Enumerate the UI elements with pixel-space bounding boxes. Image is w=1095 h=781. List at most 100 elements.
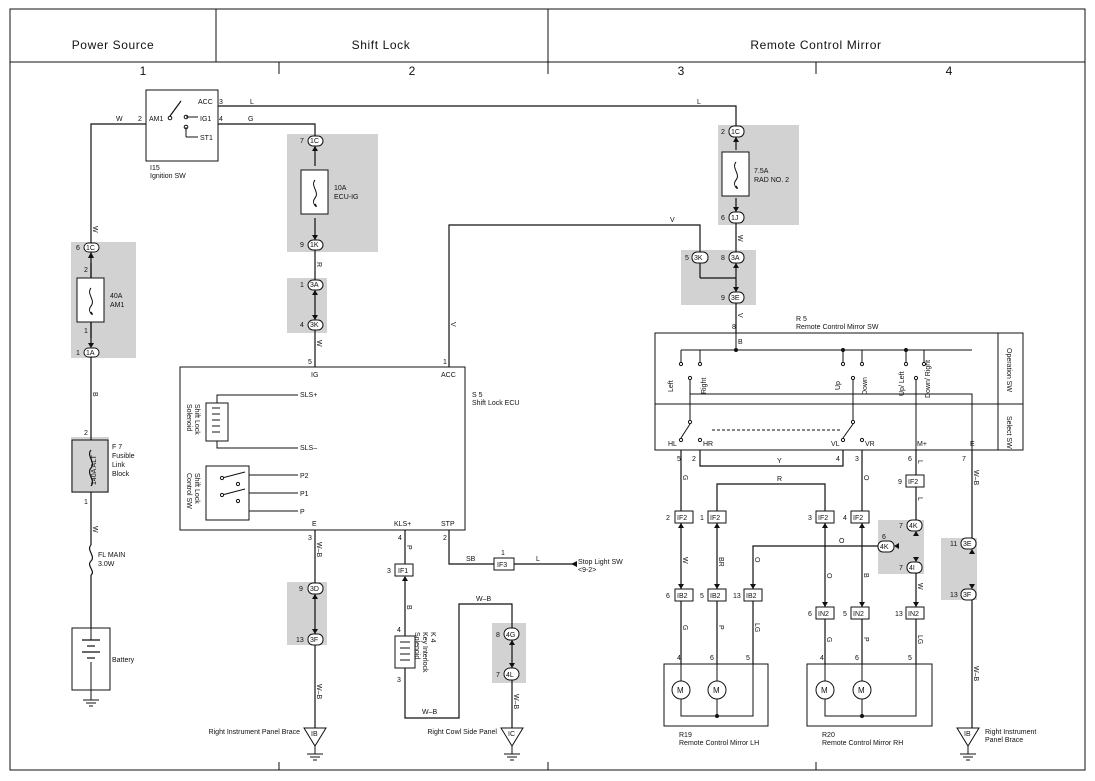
- switch-label: Left: [668, 380, 675, 392]
- svg-text:2: 2: [138, 116, 142, 123]
- component-name: Ignition SW: [150, 173, 186, 180]
- mirror-rh: M M 4 6 5: [806, 655, 933, 727]
- svg-text:BR: BR: [717, 557, 724, 567]
- fusible-link-rating: 140A ALT: [91, 454, 98, 485]
- svg-text:M: M: [858, 686, 865, 695]
- svg-text:13: 13: [895, 611, 903, 618]
- wire-color-labels: W L L G W B W R W V V W V W–B W–B P B W–…: [91, 99, 743, 716]
- svg-text:2: 2: [84, 430, 88, 437]
- svg-text:IB2: IB2: [710, 593, 721, 600]
- svg-text:P: P: [405, 545, 412, 550]
- column-number: 2: [409, 64, 416, 78]
- svg-text:2: 2: [84, 267, 88, 274]
- switch-label: Up/ Left: [899, 371, 906, 396]
- svg-text:IC: IC: [508, 731, 515, 738]
- svg-text:1A: 1A: [86, 350, 95, 357]
- svg-text:LG: LG: [916, 635, 923, 644]
- frame: [9, 8, 1086, 771]
- svg-text:1: 1: [76, 350, 80, 357]
- mirror-wire-labels: 5 2 4 3 6 7 G Y R O L L W–B W BR O O O B…: [677, 456, 979, 682]
- svg-text:3: 3: [387, 568, 391, 575]
- svg-text:2: 2: [721, 129, 725, 136]
- svg-text:O: O: [839, 538, 845, 545]
- component-id: K 4: [429, 632, 436, 643]
- svg-text:P: P: [862, 637, 869, 642]
- svg-text:13: 13: [950, 592, 958, 599]
- svg-text:W–B: W–B: [315, 684, 322, 700]
- ground-label: Panel Brace: [985, 737, 1023, 744]
- svg-text:G: G: [681, 475, 688, 480]
- ground-label: Right Instrument Panel Brace: [209, 729, 301, 736]
- svg-text:1: 1: [84, 328, 88, 335]
- component-id: I15: [150, 165, 160, 172]
- svg-text:L: L: [250, 99, 254, 106]
- svg-text:W: W: [91, 226, 98, 233]
- svg-text:W: W: [91, 526, 98, 533]
- fuse-rating: 40A: [110, 293, 123, 300]
- svg-text:2: 2: [692, 456, 696, 463]
- fuse-name: RAD NO. 2: [754, 177, 789, 184]
- svg-text:W: W: [916, 583, 923, 590]
- svg-text:W–B: W–B: [422, 709, 438, 716]
- svg-text:4: 4: [219, 116, 223, 123]
- key-interlock-solenoid: 4 3: [394, 627, 416, 684]
- svg-text:3D: 3D: [310, 586, 319, 593]
- svg-text:B: B: [738, 339, 743, 346]
- mirror-wires: [680, 450, 973, 728]
- battery-label: Battery: [112, 657, 135, 664]
- svg-text:W–B: W–B: [315, 542, 322, 558]
- component-name: Block: [112, 471, 130, 478]
- pin-label: P: [300, 509, 305, 516]
- battery: [71, 627, 111, 707]
- svg-text:2: 2: [443, 535, 447, 542]
- svg-text:11: 11: [950, 541, 957, 548]
- svg-text:IN2: IN2: [853, 611, 864, 618]
- switch-label: Right: [701, 378, 708, 394]
- svg-text:1: 1: [700, 515, 704, 522]
- svg-text:1K: 1K: [310, 242, 319, 249]
- svg-text:L: L: [536, 556, 540, 563]
- pin-label: SLS–: [300, 445, 317, 452]
- svg-text:P: P: [717, 625, 724, 630]
- switch-label: Down/ Right: [925, 360, 932, 398]
- svg-text:3K: 3K: [310, 322, 319, 329]
- component-id: S 5: [472, 392, 483, 399]
- svg-text:3: 3: [855, 456, 859, 463]
- switch-label: Up: [835, 381, 842, 390]
- svg-text:13: 13: [296, 637, 304, 644]
- svg-text:LG: LG: [753, 623, 760, 632]
- svg-text:5: 5: [908, 655, 912, 662]
- fuse-rating: 10A: [334, 185, 347, 192]
- svg-text:1: 1: [300, 282, 304, 289]
- svg-text:IB: IB: [311, 731, 318, 738]
- svg-text:13: 13: [733, 593, 741, 600]
- svg-text:3F: 3F: [310, 637, 318, 644]
- arrow-marks: [88, 137, 975, 668]
- column-number: 3: [678, 64, 685, 78]
- svg-text:9: 9: [299, 586, 303, 593]
- svg-text:6: 6: [808, 611, 812, 618]
- svg-text:V: V: [736, 313, 743, 318]
- pin-label: P2: [300, 473, 309, 480]
- solenoid-label: Solenoid: [185, 404, 192, 431]
- svg-text:7: 7: [899, 523, 903, 530]
- svg-text:R: R: [777, 476, 782, 483]
- svg-text:4: 4: [398, 535, 402, 542]
- svg-text:5: 5: [308, 359, 312, 366]
- svg-text:IF2: IF2: [677, 515, 687, 522]
- svg-text:4: 4: [677, 655, 681, 662]
- svg-text:W–B: W–B: [476, 596, 492, 603]
- ground-ib-left: IB: [303, 727, 327, 761]
- svg-text:1C: 1C: [731, 129, 740, 136]
- terminal-label: VL: [831, 441, 840, 448]
- pin-label: KLS+: [394, 521, 411, 528]
- svg-text:4G: 4G: [506, 632, 515, 639]
- svg-text:8: 8: [496, 632, 500, 639]
- select-sw-label: Select SW: [1005, 416, 1012, 449]
- svg-text:O: O: [862, 475, 869, 481]
- control-sw-label: Shift Lock: [193, 473, 200, 504]
- ground-label: Right Instrument: [985, 729, 1036, 736]
- svg-text:4: 4: [836, 456, 840, 463]
- solenoid-label: Shift Lock: [193, 404, 200, 435]
